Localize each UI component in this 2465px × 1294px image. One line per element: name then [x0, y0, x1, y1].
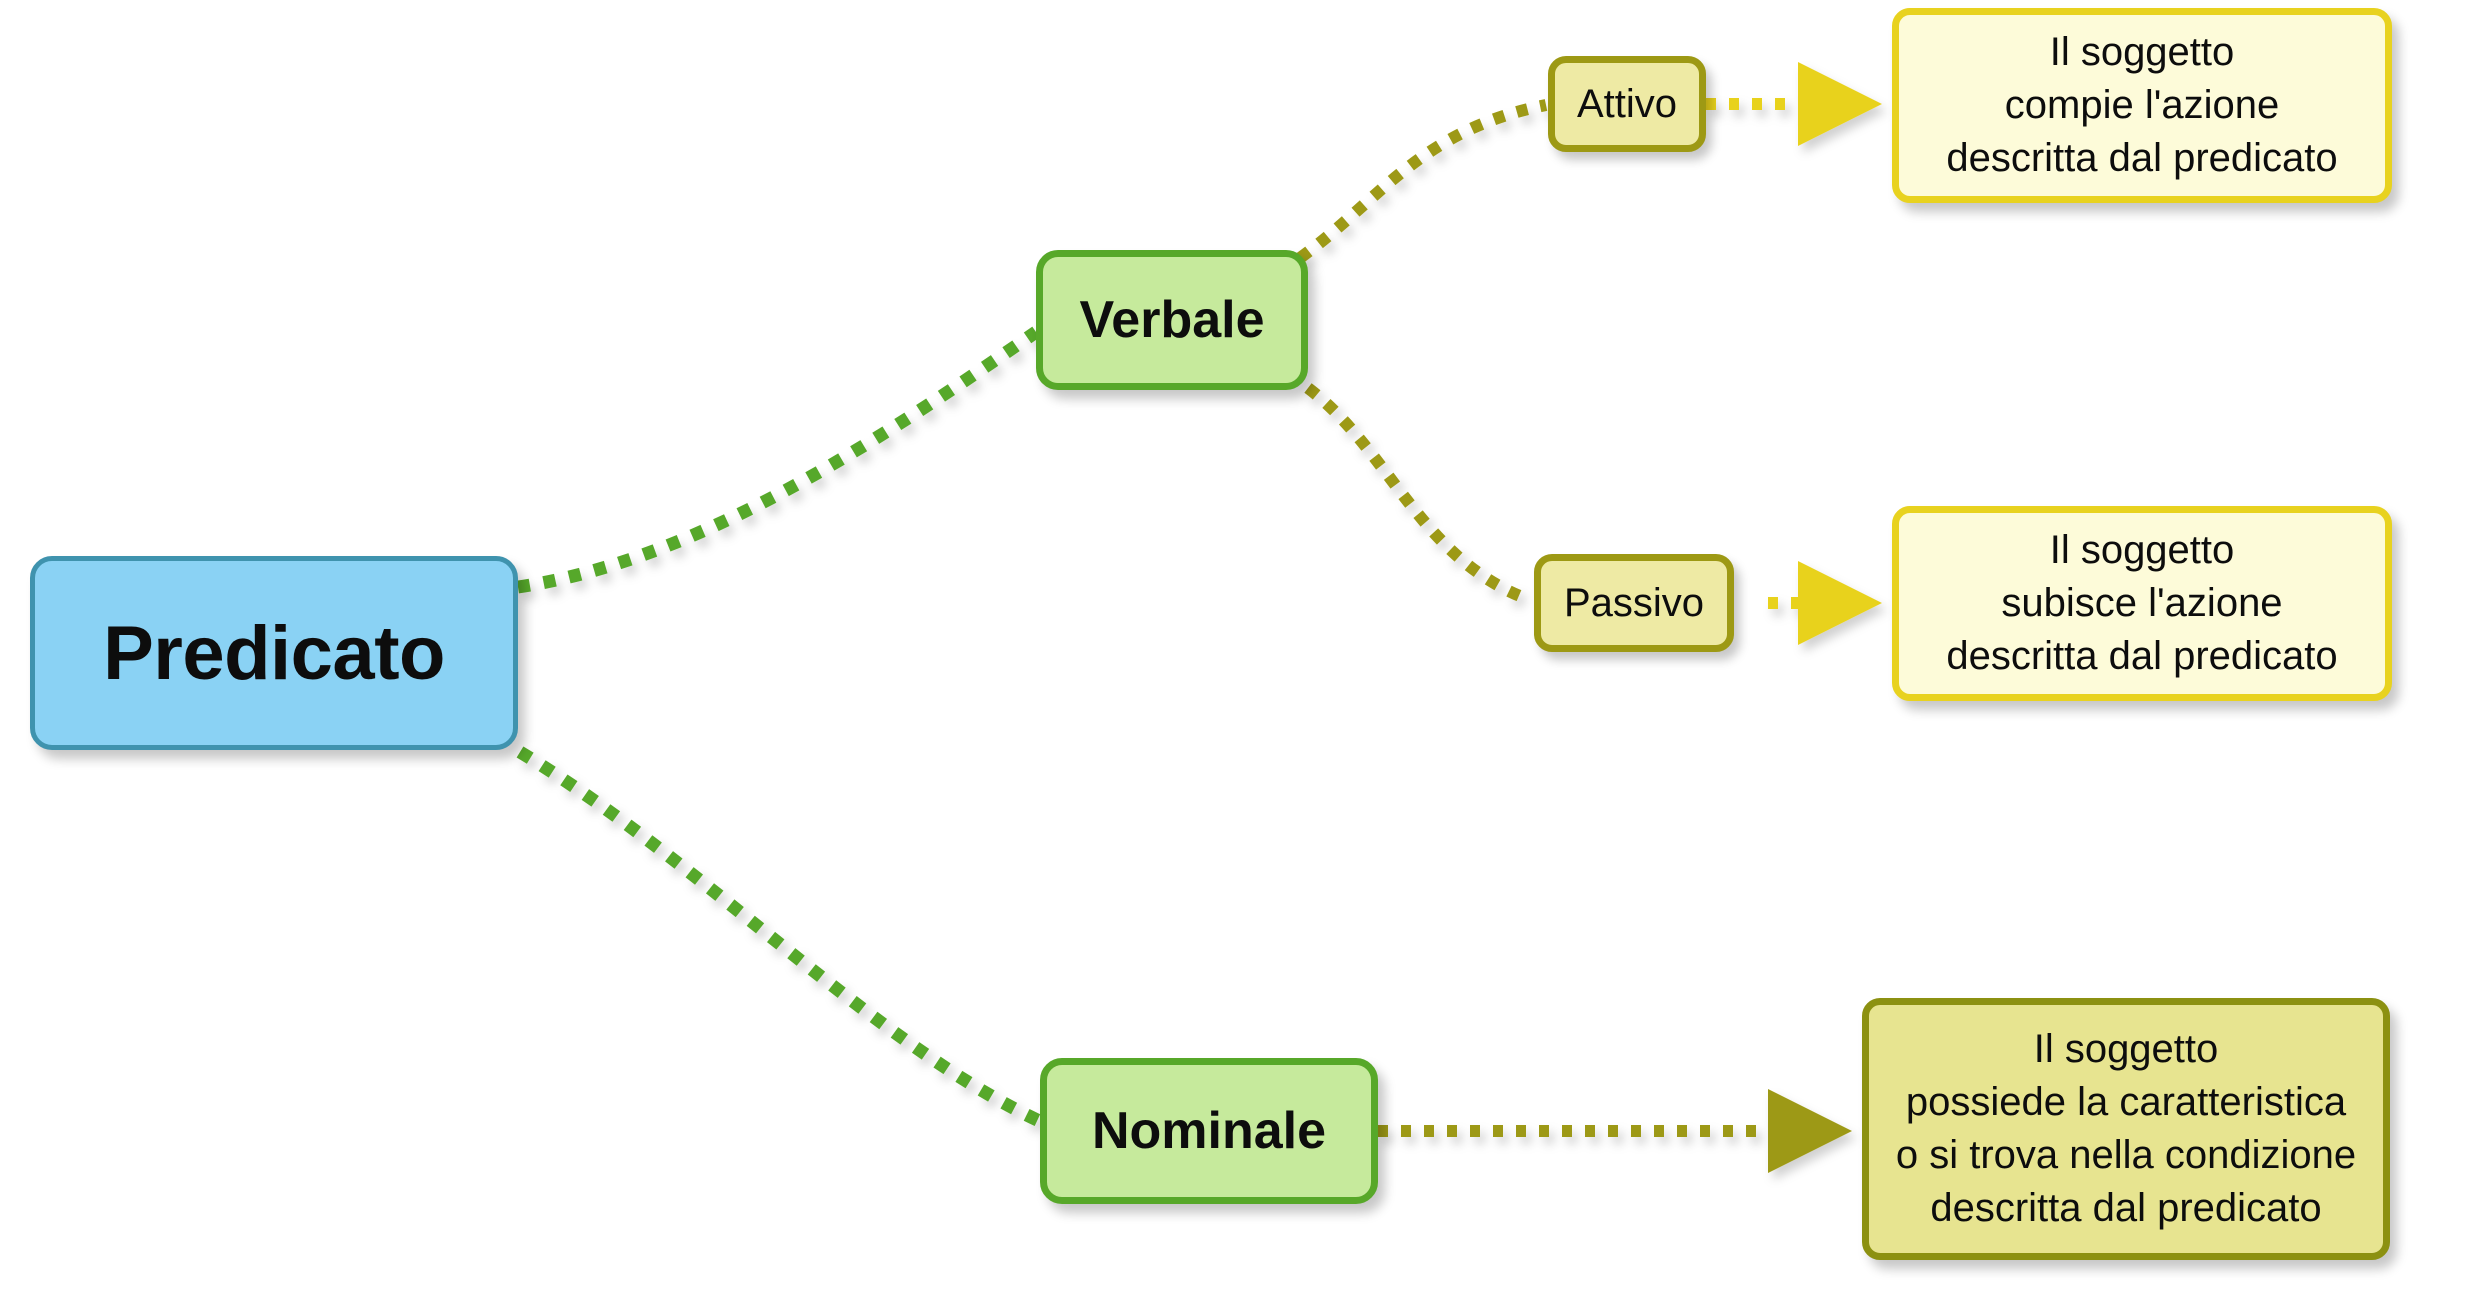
node-passivo[interactable]: Passivo: [1534, 554, 1734, 652]
node-verbale[interactable]: Verbale: [1036, 250, 1308, 390]
edge-root-to-nominale: [516, 746, 1049, 1130]
node-attivo[interactable]: Attivo: [1548, 56, 1706, 152]
node-passivo-label: Passivo: [1563, 580, 1705, 625]
node-nominale[interactable]: Nominale: [1040, 1058, 1378, 1204]
node-verbale-label: Verbale: [1079, 291, 1265, 349]
node-predicato[interactable]: Predicato: [30, 556, 518, 750]
edge-root-to-verbale: [517, 326, 1040, 594]
edge-verbale-to-passivo: [1304, 383, 1533, 606]
node-predicato-label: Predicato: [103, 610, 445, 696]
node-desc-nominale-label: Il soggetto possiede la caratteristica o…: [1895, 1027, 2357, 1230]
node-desc-attivo-label: Il soggetto compie l'azione descritta da…: [1946, 30, 2338, 180]
node-attivo-label: Attivo: [1576, 81, 1678, 126]
node-desc-passivo[interactable]: Il soggetto subisce l'azione descritta d…: [1892, 506, 2392, 701]
node-desc-nominale[interactable]: Il soggetto possiede la caratteristica o…: [1862, 998, 2390, 1260]
node-nominale-label: Nominale: [1091, 1102, 1327, 1160]
node-desc-passivo-label: Il soggetto subisce l'azione descritta d…: [1946, 528, 2338, 678]
edge-verbale-to-attivo: [1296, 99, 1548, 263]
node-desc-attivo[interactable]: Il soggetto compie l'azione descritta da…: [1892, 8, 2392, 203]
